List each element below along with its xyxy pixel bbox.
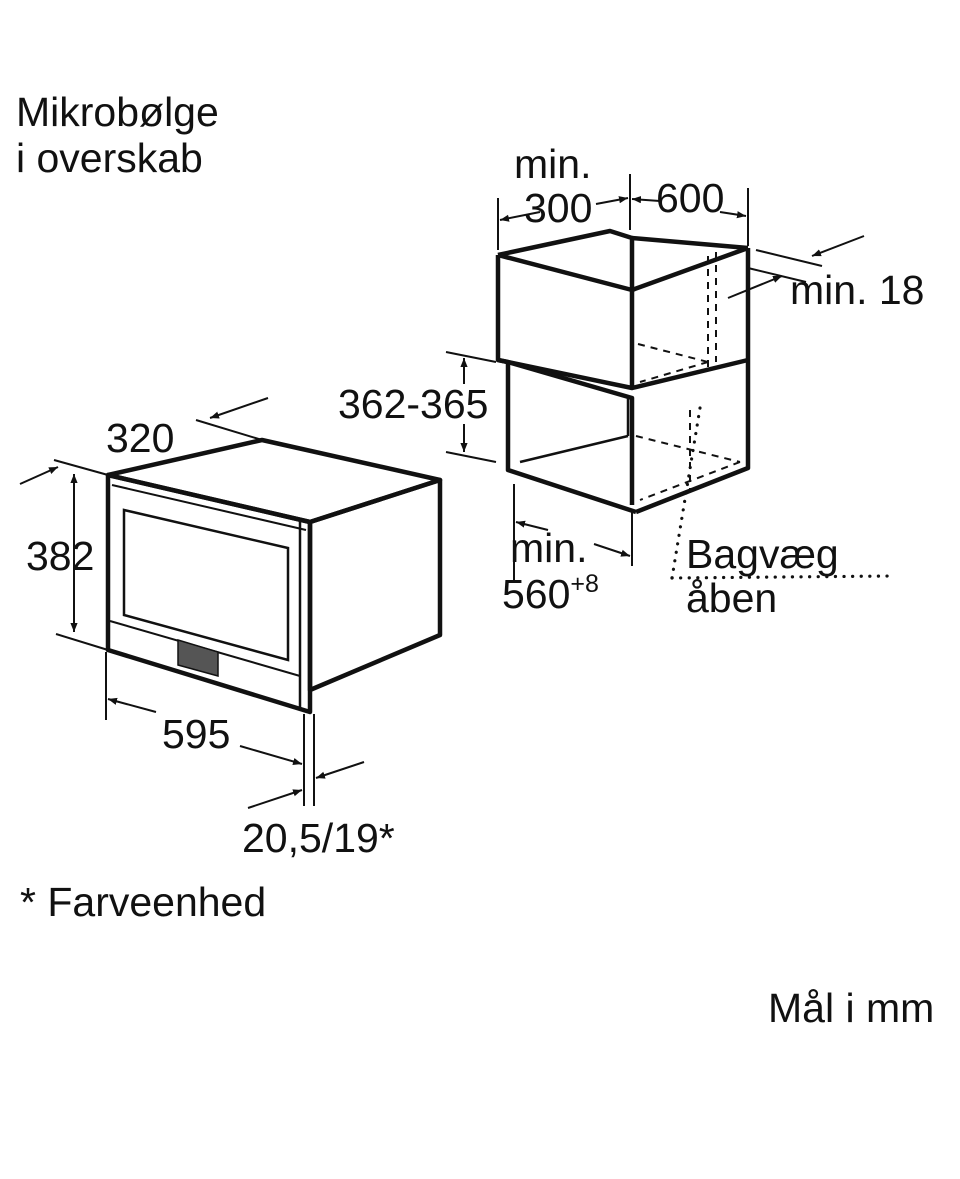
title-line-2: i overskab <box>16 135 203 181</box>
dimension-depth-320: 320 <box>106 397 269 461</box>
footnote: * Farveenhed <box>20 879 266 925</box>
appliance-width-label: 595 <box>162 711 230 757</box>
cabinet-width-tolerance: +8 <box>570 570 599 598</box>
title-line-1: Mikrobølge <box>16 89 219 135</box>
cabinet-width-min: 560 <box>502 571 570 617</box>
cabinet-width-value: 560+8 <box>502 570 599 617</box>
cabinet-depth-total-label: 600 <box>656 175 724 221</box>
microwave-front <box>105 472 313 715</box>
dimension-side-thickness: min. 18 <box>727 235 924 313</box>
dimension-opening-height: 362-365 <box>338 351 497 463</box>
cabinet-depth-min-label: 300 <box>524 185 592 231</box>
dimension-cabinet-width: min. 560+8 <box>502 484 633 617</box>
back-wall-label-line-2: åben <box>686 575 777 621</box>
appliance-height-label: 382 <box>26 533 94 579</box>
units-label: Mål i mm <box>768 985 934 1031</box>
front-thickness-label: 20,5/19* <box>242 815 395 861</box>
dimension-cabinet-depth: min. 300 600 <box>497 141 749 250</box>
dimension-width-595: 595 <box>105 652 315 806</box>
microwave-display-icon <box>177 638 219 677</box>
microwave-drawing <box>105 437 443 715</box>
back-wall-label-line-1: Bagvæg <box>686 531 839 577</box>
dimension-height-382: 382 <box>19 459 109 651</box>
microwave-side <box>307 477 443 693</box>
microwave-window <box>122 508 290 662</box>
dimension-front-thickness: 20,5/19* <box>242 761 395 861</box>
cabinet-drawing <box>495 228 894 580</box>
side-thickness-label: min. 18 <box>790 267 924 313</box>
cabinet-width-min-label: min. <box>510 525 587 571</box>
cabinet-min-label: min. <box>514 141 591 187</box>
opening-height-label: 362-365 <box>338 381 488 427</box>
appliance-depth-label: 320 <box>106 415 174 461</box>
